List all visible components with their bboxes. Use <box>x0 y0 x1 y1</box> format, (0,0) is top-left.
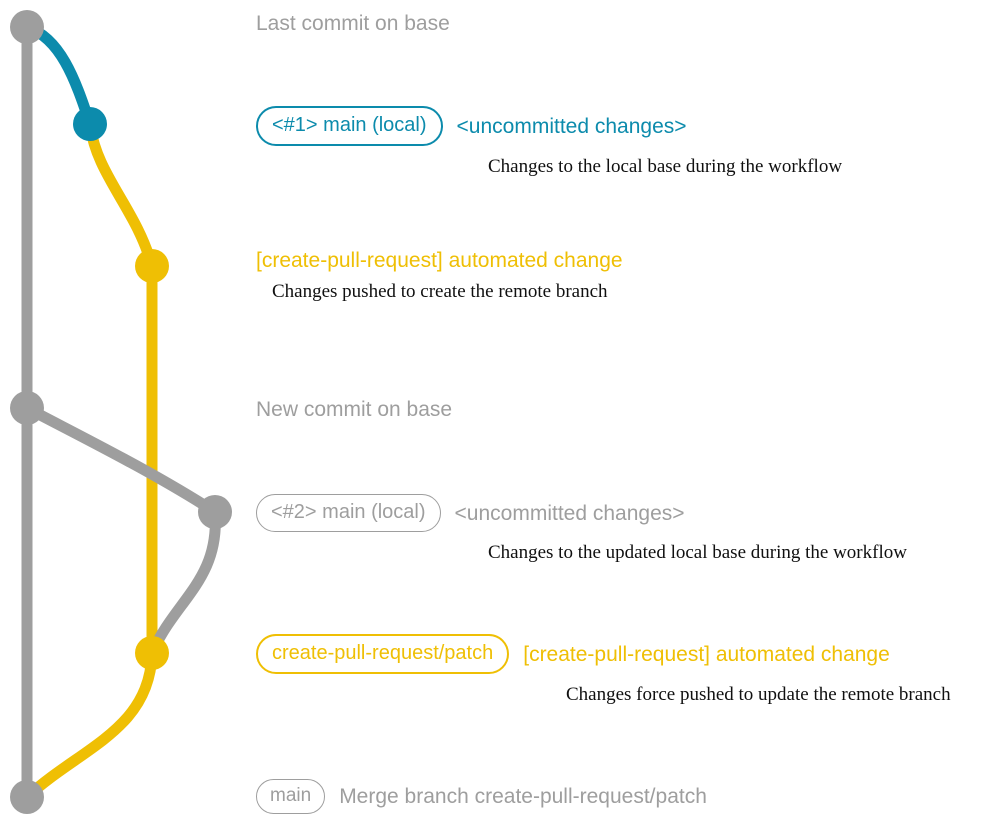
node-merge-commit <box>10 780 44 814</box>
commit-row-base-new: New commit on base <box>256 399 452 420</box>
commit-detail-automated-2: Changes force pushed to update the remot… <box>566 684 951 705</box>
branch-label-main[interactable]: main <box>256 779 326 814</box>
commit-message-automated-1: [create-pull-request] automated change <box>256 249 623 272</box>
edge-base-to-local2 <box>21 402 221 518</box>
branch-label-create-pull-request-patch[interactable]: create-pull-request/patch <box>256 634 510 674</box>
commit-message-merge: Merge branch create-pull-request/patch <box>339 785 707 808</box>
commit-detail-automated-1: Changes pushed to create the remote bran… <box>272 281 608 302</box>
node-automated-change-1 <box>135 249 169 283</box>
base-new-commit-message: New commit on base <box>256 398 453 421</box>
commit-row-automated-2: create-pull-request/patch [create-pull-r… <box>256 634 951 704</box>
commit-message-automated-2: [create-pull-request] automated change <box>523 642 890 666</box>
node-local-commit-1 <box>73 107 107 141</box>
node-base-head <box>10 10 44 44</box>
commit-row-local-1: <#1> main (local) <uncommitted changes> … <box>256 106 842 176</box>
commit-message-local-2: <uncommitted changes> <box>454 501 685 525</box>
node-automated-change-2 <box>135 636 169 670</box>
commit-row-local-2: <#2> main (local) <uncommitted changes> … <box>256 494 907 562</box>
branch-label-main-local-2[interactable]: <#2> main (local) <box>256 494 441 532</box>
branch-label-main-local-1[interactable]: <#1> main (local) <box>256 106 443 146</box>
node-local-commit-2 <box>198 495 232 529</box>
edge-base-to-local1 <box>21 21 96 130</box>
edge-patch-to-merge <box>21 647 158 803</box>
commit-detail-local-2: Changes to the updated local base during… <box>488 542 907 563</box>
edge-local1-to-automated1 <box>84 118 158 272</box>
commit-nodes <box>10 10 232 814</box>
commit-row-automated-1: [create-pull-request] automated change C… <box>256 250 623 301</box>
node-base-new-commit <box>10 391 44 425</box>
commit-row-base-head: Last commit on base <box>256 13 450 34</box>
edge-local2-to-patch <box>146 506 221 659</box>
base-head-message: Last commit on base <box>256 12 450 35</box>
commit-row-merge: main Merge branch create-pull-request/pa… <box>256 779 707 814</box>
commit-detail-local-1: Changes to the local base during the wor… <box>488 156 843 177</box>
commit-message-local-1: <uncommitted changes> <box>456 114 687 138</box>
